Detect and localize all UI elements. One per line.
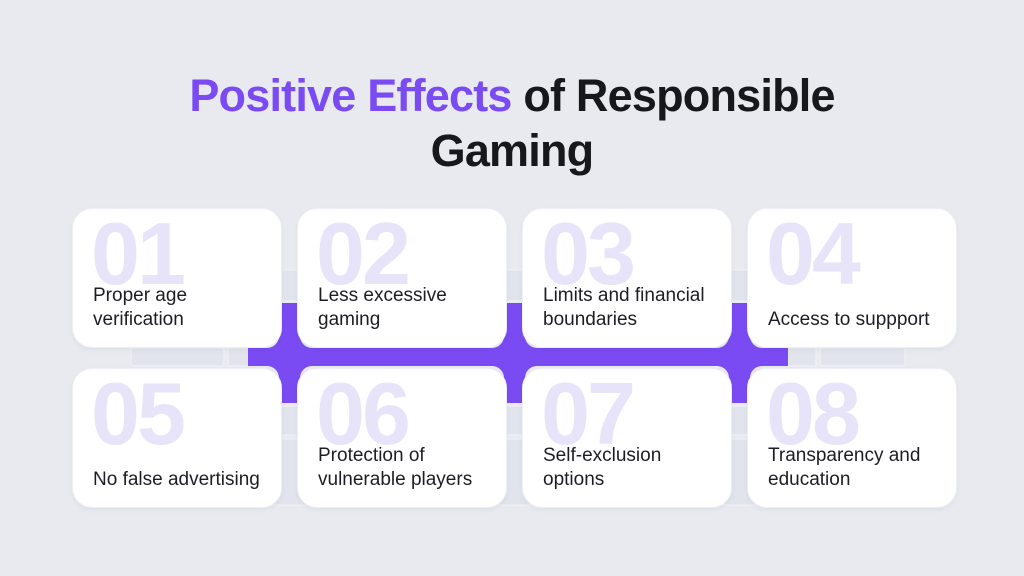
- title-rest: of Responsible Gaming: [430, 70, 836, 177]
- card-number: 01: [91, 208, 186, 303]
- gray-track: [130, 269, 906, 506]
- card-number: 04: [766, 208, 861, 303]
- card-number: 06: [316, 368, 411, 463]
- effect-card-01: 01 Proper age verification: [72, 208, 282, 348]
- card-number: 02: [316, 208, 411, 303]
- title-highlight: Positive Effects: [189, 70, 512, 121]
- card-label: Proper age verification: [93, 285, 188, 331]
- purple-ribbon: [248, 303, 788, 403]
- page-title-text: Positive Effects of Responsible Gaming: [142, 68, 882, 179]
- card-number: 07: [541, 368, 636, 463]
- card-label: Access to suppport: [768, 309, 930, 331]
- page-title: Positive Effects of Responsible Gaming: [0, 68, 1024, 179]
- card-number: 03: [541, 208, 636, 303]
- card-number: 05: [91, 368, 186, 463]
- effect-card-02: 02 Less excessive gaming: [297, 208, 507, 348]
- card-label: Transparency and education: [768, 445, 921, 491]
- card-label: Protection of vulnerable players: [318, 445, 473, 491]
- effect-card-07: 07 Self-exclusion options: [522, 368, 732, 508]
- effect-card-03: 03 Limits and financial boundaries: [522, 208, 732, 348]
- card-label: Less excessive gaming: [318, 285, 447, 331]
- effect-card-05: 05 No false advertising: [72, 368, 282, 508]
- card-label: Self-exclusion options: [543, 445, 662, 491]
- effect-card-08: 08 Transparency and education: [747, 368, 957, 508]
- card-label: No false advertising: [93, 469, 260, 491]
- effect-card-06: 06 Protection of vulnerable players: [297, 368, 507, 508]
- effect-card-04: 04 Access to suppport: [747, 208, 957, 348]
- card-number: 08: [766, 368, 861, 463]
- card-label: Limits and financial boundaries: [543, 285, 705, 331]
